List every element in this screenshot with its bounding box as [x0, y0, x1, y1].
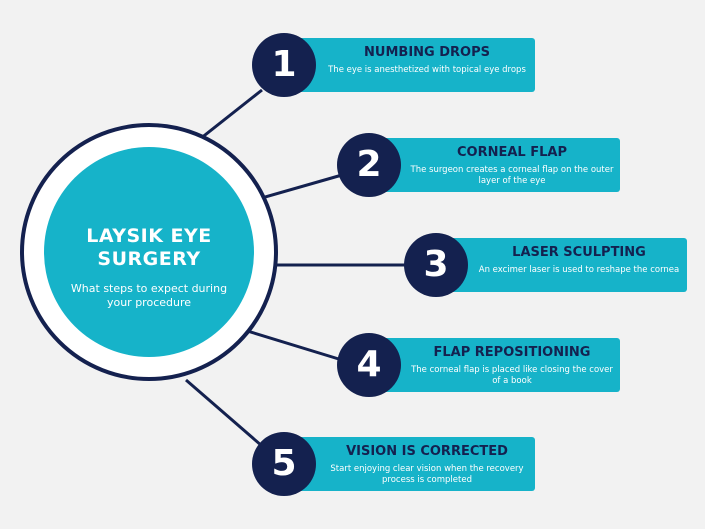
step-number-badge-2: 2 — [337, 133, 401, 197]
connector-step-5 — [185, 378, 263, 448]
step-title: FLAP REPOSITIONING — [433, 345, 591, 360]
step-title: NUMBING DROPS — [364, 45, 490, 60]
step-title: LASER SCULPTING — [512, 245, 646, 260]
step-card-4: FLAP REPOSITIONING The corneal flap is p… — [370, 338, 620, 392]
step-description: An excimer laser is used to reshape the … — [478, 265, 680, 275]
hub-subtitle: What steps to expect during your procedu… — [70, 282, 228, 309]
step-card-2: CORNEAL FLAP The surgeon creates a corne… — [370, 138, 620, 192]
step-description: The surgeon creates a corneal flap on th… — [410, 165, 614, 186]
connector-step-4 — [243, 328, 343, 362]
hub-title-line-2: SURGERY — [97, 248, 201, 270]
step-card-1: NUMBING DROPS The eye is anesthetized wi… — [285, 38, 535, 92]
step-description: The corneal flap is placed like closing … — [411, 365, 613, 386]
step-title: CORNEAL FLAP — [457, 145, 567, 160]
hub-title-line-1: LAYSIK EYE — [86, 225, 212, 247]
step-description: Start enjoying clear vision when the rec… — [330, 464, 524, 485]
step-title: VISION IS CORRECTED — [346, 444, 508, 459]
step-card-3: LASER SCULPTING An excimer laser is used… — [437, 238, 687, 292]
hub-title: LAYSIK EYE SURGERY — [44, 225, 254, 271]
hub-circle: LAYSIK EYE SURGERY What steps to expect … — [44, 147, 254, 357]
step-number-badge-1: 1 — [252, 33, 316, 97]
step-number-badge-3: 3 — [404, 233, 468, 297]
step-number-badge-5: 5 — [252, 432, 316, 496]
step-number-badge-4: 4 — [337, 333, 401, 397]
step-description: The eye is anesthetized with topical eye… — [328, 65, 526, 75]
step-card-5: VISION IS CORRECTED Start enjoying clear… — [285, 437, 535, 491]
